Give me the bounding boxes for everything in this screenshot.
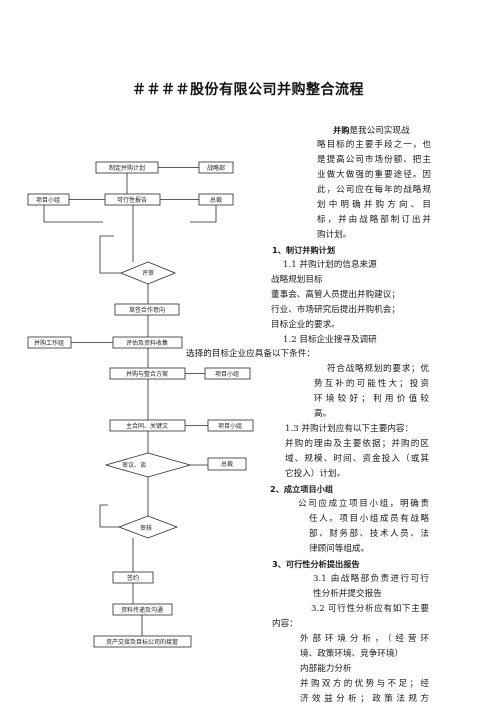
sec-1-3-b: 域、规模、时间、资金投入（或其	[285, 454, 429, 464]
flow-label-evaluation: 评估及资料收集	[126, 339, 168, 347]
intro-line-7: 标，并由战略部制订出并	[317, 215, 431, 225]
intro-line-8: 购计划。	[317, 230, 352, 240]
flow-label-signing: 签约	[127, 574, 139, 582]
flow-label-project-team-3: 项目小组	[218, 422, 242, 430]
intro-line-3: 是提高公司市场份额、把主	[317, 155, 431, 165]
intro-bold-term: 并购	[333, 125, 350, 135]
sec-3-2-g: 济效益分析；政策法规方	[300, 694, 429, 704]
sec-1-2-c: 势互补的可能性大；投资	[314, 379, 429, 389]
intro-line-1-text: 是我公司实现战	[349, 126, 410, 136]
sec-1-2-b: 符合战略规划的要求；优	[327, 364, 429, 374]
sec-1-1-a: 战略规划目标	[271, 275, 323, 285]
flow-diamond-audit	[117, 515, 179, 539]
heading-1: 1、制订并购计划	[272, 245, 336, 255]
sec-2-a: 公司应成立项目小组，明确责	[298, 499, 429, 509]
flow-label-plan: 制定并购计划	[109, 164, 145, 172]
intro-line-1: 并购是我公司实现战	[333, 125, 410, 137]
sec-1-1-b: 董事会、高管人员提出并购建议；	[271, 290, 400, 300]
flow-label-handover: 资产交接及目标公司的接管	[106, 638, 178, 646]
flow-diamond-negotiation	[104, 452, 192, 478]
heading-3: 3、可行性分析提出报告	[272, 559, 360, 569]
sec-2-d: 律顾问等组成。	[309, 544, 370, 554]
heading-2: 2、成立项目小组	[270, 484, 334, 494]
sec-1-2-d: 环境较好；利用价值较	[314, 394, 429, 404]
flow-connectors	[43, 167, 217, 636]
sec-3-2-c: 外部环境分析，（经营环	[300, 634, 429, 644]
page-title: ＃＃＃＃股份有限公司并购整合流程	[132, 82, 364, 98]
sec-3-2-d: 境、政策环境、竞争环境）	[300, 649, 404, 659]
flow-label-intent: 草签合作意向	[129, 306, 165, 314]
sec-1-1-c: 行业、市场研究后提出并购机会；	[271, 305, 400, 315]
sec-3-2-a: 3.2 可行性分析应有如下主要	[311, 604, 429, 614]
flow-label-ma-workgroup: 并购工作组	[34, 339, 64, 347]
intro-line-5: 此，公司应在每年的战略规	[317, 185, 431, 195]
flow-label-president-2: 总裁	[221, 460, 233, 468]
flow-label-project-team-1: 项目小组	[36, 196, 60, 204]
sec-2-b: 任人。项目小组成员有战略	[309, 514, 429, 524]
sec-2-c: 部、财务部、技术人员、法	[309, 529, 429, 539]
intro-line-2: 略目标的主要手段之一，也	[317, 140, 431, 150]
sec-1-2-a: 选择的目标企业应具备以下条件：	[186, 349, 315, 359]
flow-label-main-contract: 主合同、关键文	[126, 422, 168, 430]
sec-3-2-b: 内容：	[272, 619, 298, 629]
flow-label-president-1: 总裁	[210, 196, 222, 204]
sec-3-2-e: 内部能力分析	[300, 664, 352, 674]
flow-label-feasibility: 可行性报告	[117, 196, 147, 204]
flow-box-intent	[114, 303, 180, 316]
sec-3-2-f: 并购双方的优势与不足；经	[300, 679, 429, 689]
sec-3-1-a: 3.1 由战略部负责进行可行	[313, 574, 429, 584]
sec-3-1-b: 性分析并提交报告	[313, 589, 382, 599]
flow-label-audit: 审核	[140, 524, 152, 532]
flow-label-project-team-2: 项目小组	[215, 370, 239, 378]
sec-1-1: 1.1 并购计划的信息来源	[283, 260, 377, 270]
flow-label-negotiation: 审议、谈	[122, 461, 146, 469]
sec-1-2: 1.2 目标企业搜寻及调研	[283, 335, 377, 345]
flow-label-data-transfer: 资料传递及沟通	[121, 606, 163, 614]
sec-1-3-c: 它投入）计划。	[285, 469, 346, 479]
sec-1-3: 1.3 并购计划应有以下主要内容：	[285, 424, 414, 434]
intro-line-6: 划中明确并购方向、目	[317, 200, 431, 210]
flow-label-review: 评审	[142, 269, 154, 277]
flow-box-data-transfer	[112, 603, 173, 616]
flow-box-handover	[93, 635, 192, 648]
sec-1-2-e: 高。	[314, 409, 332, 419]
flow-label-integration-plan: 并购与整合方案	[126, 370, 168, 378]
sec-1-1-d: 目标企业的要求。	[271, 320, 340, 330]
intro-line-4: 业做大做强的重要途径。因	[317, 170, 431, 180]
flow-box-president-2	[207, 457, 247, 471]
sec-1-3-a: 并购的理由及主要依据；并购的区	[285, 439, 429, 449]
flow-label-strategy-dept: 战略部	[207, 164, 225, 172]
